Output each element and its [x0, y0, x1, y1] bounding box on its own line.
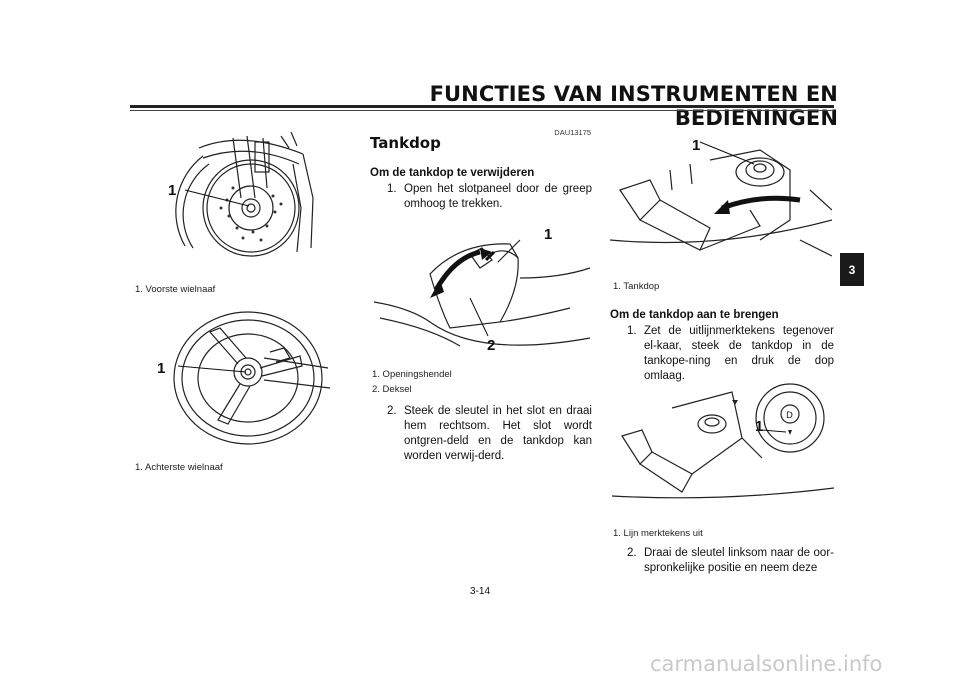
- step-text: Open het slotpaneel door de greep omhoog…: [404, 183, 592, 210]
- subheading: Om de tankdop aan te brengen: [610, 309, 779, 321]
- subheading: Om de tankdop te verwijderen: [370, 167, 535, 179]
- callout-1: 1: [544, 226, 553, 243]
- figure-caption: 1. Openingshendel: [372, 369, 452, 380]
- step-number: 1.: [627, 325, 637, 337]
- instruction-step: 1. Open het slotpaneel door de greep omh…: [387, 182, 592, 212]
- header-rule: [130, 105, 834, 108]
- instruction-step: 2. Steek de sleutel in het slot en draai…: [387, 404, 592, 464]
- step-text: Steek de sleutel in het slot en draai he…: [404, 405, 592, 462]
- document-code: DAU13175: [554, 128, 591, 137]
- watermark: carmanualsonline.info: [650, 652, 883, 676]
- figure-caption: 1. Lijn merktekens uit: [613, 528, 703, 539]
- rear-wheel-hub-illustration: [160, 308, 340, 458]
- step-number: 1.: [387, 183, 397, 195]
- step-text: Draai de sleutel linksom naar de oor-spr…: [644, 547, 834, 574]
- page-number: 3-14: [469, 586, 490, 597]
- figure-caption: 1. Achterste wielnaaf: [135, 462, 223, 473]
- instruction-step: 2. Draai de sleutel linksom naar de oor-…: [627, 546, 834, 576]
- tank-cover-illustration: [370, 218, 592, 360]
- step-text: Zet de uitlijnmerktekens tegenover el-ka…: [644, 325, 834, 382]
- figure-caption: 1. Tankdop: [613, 281, 660, 292]
- alignment-marks-illustration: D: [612, 378, 834, 520]
- fuel-tank-cap-illustration: [610, 130, 832, 272]
- svg-text:D: D: [786, 411, 793, 421]
- figure-caption: 1. Voorste wielnaaf: [135, 284, 216, 295]
- chapter-tab[interactable]: 3: [840, 253, 864, 286]
- section-title: Tankdop: [370, 134, 441, 152]
- callout-2: 2: [487, 337, 496, 354]
- callout-1: 1: [755, 418, 764, 435]
- header-rule-thin: [130, 110, 834, 111]
- front-wheel-hub-illustration: [163, 128, 343, 276]
- instruction-step: 1. Zet de uitlijnmerktekens tegenover el…: [627, 324, 834, 384]
- figure-caption: 2. Deksel: [372, 384, 412, 395]
- callout-1: 1: [157, 360, 166, 377]
- step-number: 2.: [387, 405, 397, 417]
- callout-1: 1: [692, 137, 701, 154]
- callout-1: 1: [168, 182, 177, 199]
- step-number: 2.: [627, 547, 637, 559]
